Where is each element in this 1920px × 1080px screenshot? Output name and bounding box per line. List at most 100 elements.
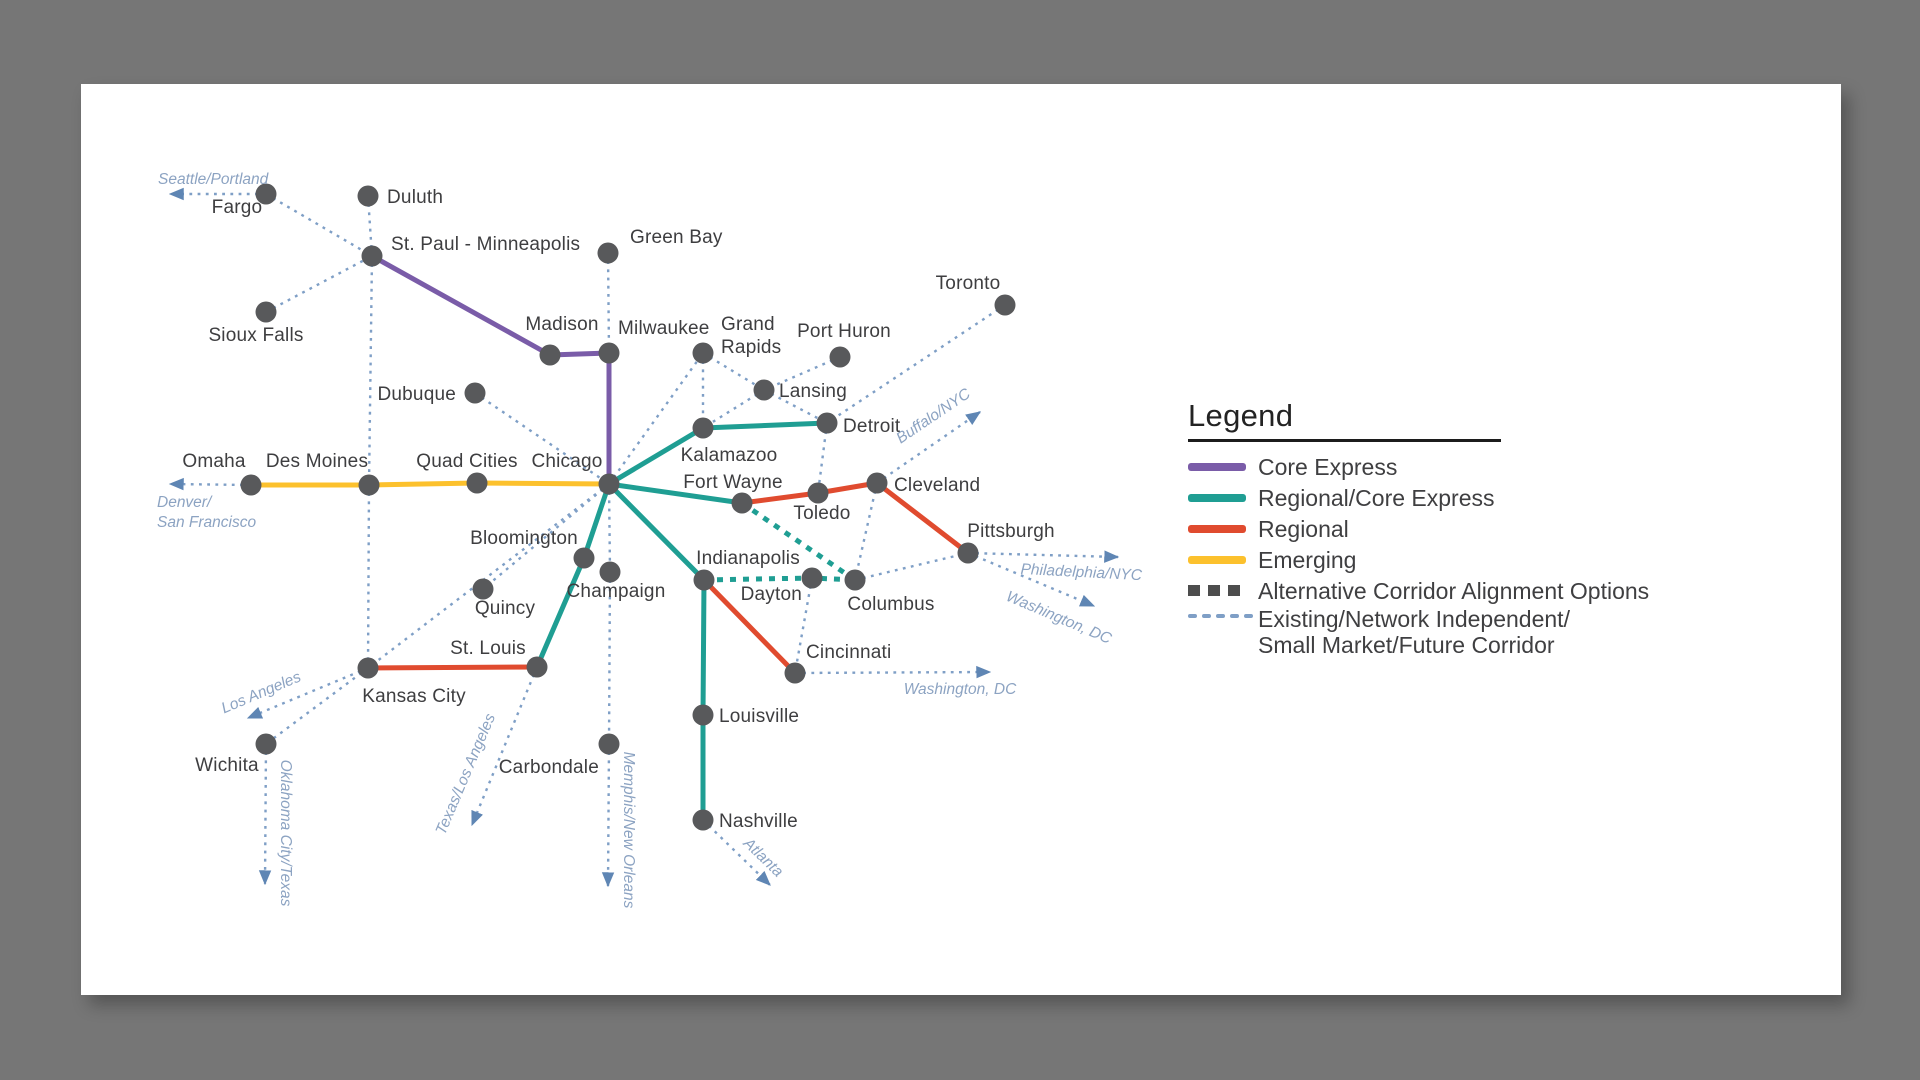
city-node-fortwayne — [731, 492, 753, 514]
external-label-washington-dc-cin: Washington, DC — [904, 681, 1017, 698]
existing-corridors-layer — [265, 192, 1006, 745]
city-label-toledo: Toledo — [793, 503, 850, 524]
external-label-texas-la: Texas/Los Angeles — [433, 711, 499, 837]
city-label-greenbay: Green Bay — [630, 227, 723, 248]
city-node-lansing — [753, 379, 775, 401]
city-label-kansascity: Kansas City — [362, 686, 466, 707]
city-label-madison: Madison — [525, 314, 598, 335]
legend-item: Emerging — [1188, 544, 1548, 575]
city-label-omaha: Omaha — [182, 451, 246, 472]
legend-swatch-dotted — [1188, 585, 1248, 596]
city-label-stpaul: St. Paul - Minneapolis — [391, 234, 580, 255]
city-node-kalamazoo — [692, 417, 714, 439]
city-node-desmoines — [358, 474, 380, 496]
city-label-milwaukee: Milwaukee — [618, 318, 710, 339]
corridor-alternative — [703, 575, 856, 583]
external-label-oklahoma-texas: Oklahoma City/Texas — [277, 760, 294, 907]
city-node-cincinnati — [784, 662, 806, 684]
city-label-fargo: Fargo — [212, 197, 263, 218]
legend-swatch-solid — [1188, 555, 1248, 564]
city-node-greenbay — [597, 242, 619, 264]
city-label-chicago: Chicago — [531, 451, 602, 472]
corridor-existing — [265, 192, 373, 258]
corridor-core-express — [369, 253, 612, 487]
city-node-siouxfalls — [255, 301, 277, 323]
city-label-grandrapids: Rapids — [721, 337, 781, 358]
corridor-existing — [608, 352, 704, 485]
corridor-existing — [826, 303, 1006, 425]
city-label-columbus: Columbus — [847, 594, 934, 615]
corridor-emerging — [248, 480, 612, 488]
city-node-dubuque — [464, 382, 486, 404]
corridor-regional — [701, 577, 798, 676]
city-node-wichita — [255, 733, 277, 755]
city-node-fargo — [255, 183, 277, 205]
legend-item-label: Alternative Corridor Alignment Options — [1258, 577, 1650, 604]
corridor-existing — [763, 388, 828, 425]
corridor-existing — [606, 252, 611, 354]
city-label-desmoines: Des Moines — [266, 451, 368, 472]
corridor-existing — [265, 254, 373, 314]
legend-item: Regional — [1188, 513, 1548, 544]
external-label-denver-sf: Denver/ — [157, 494, 213, 511]
city-node-champaign — [599, 561, 621, 583]
city-label-cleveland: Cleveland — [894, 475, 980, 496]
city-node-carbondale — [598, 733, 620, 755]
external-connections-layer — [168, 187, 1120, 888]
city-node-dayton — [801, 567, 823, 589]
city-label-champaign: Champaign — [567, 581, 666, 602]
city-node-cleveland — [866, 472, 888, 494]
city-nodes-layer — [240, 183, 1016, 831]
city-label-kalamazoo: Kalamazoo — [681, 445, 778, 466]
corridor-regional-core-express — [606, 481, 745, 506]
legend-swatch-dashed — [1188, 614, 1253, 618]
external-corridor-denver-sf — [168, 477, 252, 491]
external-label-seattle-portland: Seattle/Portland — [158, 171, 270, 188]
corridor-alternative — [740, 500, 857, 583]
external-label-los-angeles: Los Angeles — [219, 668, 304, 717]
city-label-stlouis: St. Louis — [450, 638, 526, 659]
legend-underline — [1188, 439, 1501, 442]
city-label-detroit: Detroit — [843, 416, 901, 437]
city-node-quadcities — [466, 472, 488, 494]
city-node-grandrapids — [692, 342, 714, 364]
map-canvas — [81, 84, 1841, 995]
city-node-columbus — [844, 569, 866, 591]
city-node-nashville — [692, 809, 714, 831]
legend-item-label: Regional — [1258, 515, 1349, 542]
city-node-duluth — [357, 185, 379, 207]
city-node-detroit — [816, 412, 838, 434]
external-label-buffalo-nyc: Buffalo/NYC — [893, 385, 974, 447]
legend-swatch-solid — [1188, 493, 1248, 502]
city-node-stlouis — [526, 656, 548, 678]
corridor-regional-core-express — [700, 577, 707, 823]
external-corridor-washington-dc-pgh — [967, 551, 1096, 608]
external-corridor-oklahoma-texas — [258, 743, 272, 886]
city-label-indianapolis: Indianapolis — [696, 548, 800, 569]
city-node-toledo — [807, 482, 829, 504]
corridor-regional-core-express — [606, 481, 707, 583]
external-label-denver-sf: San Francisco — [157, 514, 256, 531]
external-corridor-los-angeles — [246, 666, 369, 720]
legend-item: Core Express — [1188, 451, 1548, 482]
city-node-porthuron — [829, 346, 851, 368]
city-label-louisville: Louisville — [719, 706, 799, 727]
city-node-bloomington — [573, 547, 595, 569]
legend-item-label: Core Express — [1258, 453, 1398, 480]
city-label-grandrapids: Grand — [721, 314, 775, 335]
external-corridor-philadelphia-nyc — [967, 550, 1120, 563]
city-label-wichita: Wichita — [195, 755, 259, 776]
corridor-existing — [607, 483, 612, 573]
corridor-existing — [853, 482, 879, 581]
city-label-lansing: Lansing — [779, 381, 847, 402]
city-label-fortwayne: Fort Wayne — [683, 472, 783, 493]
corridor-existing — [854, 551, 969, 582]
city-node-pittsburgh — [957, 542, 979, 564]
external-corridor-memphis-neworleans — [601, 743, 615, 888]
city-label-dayton: Dayton — [741, 584, 802, 605]
city-node-quincy — [472, 578, 494, 600]
